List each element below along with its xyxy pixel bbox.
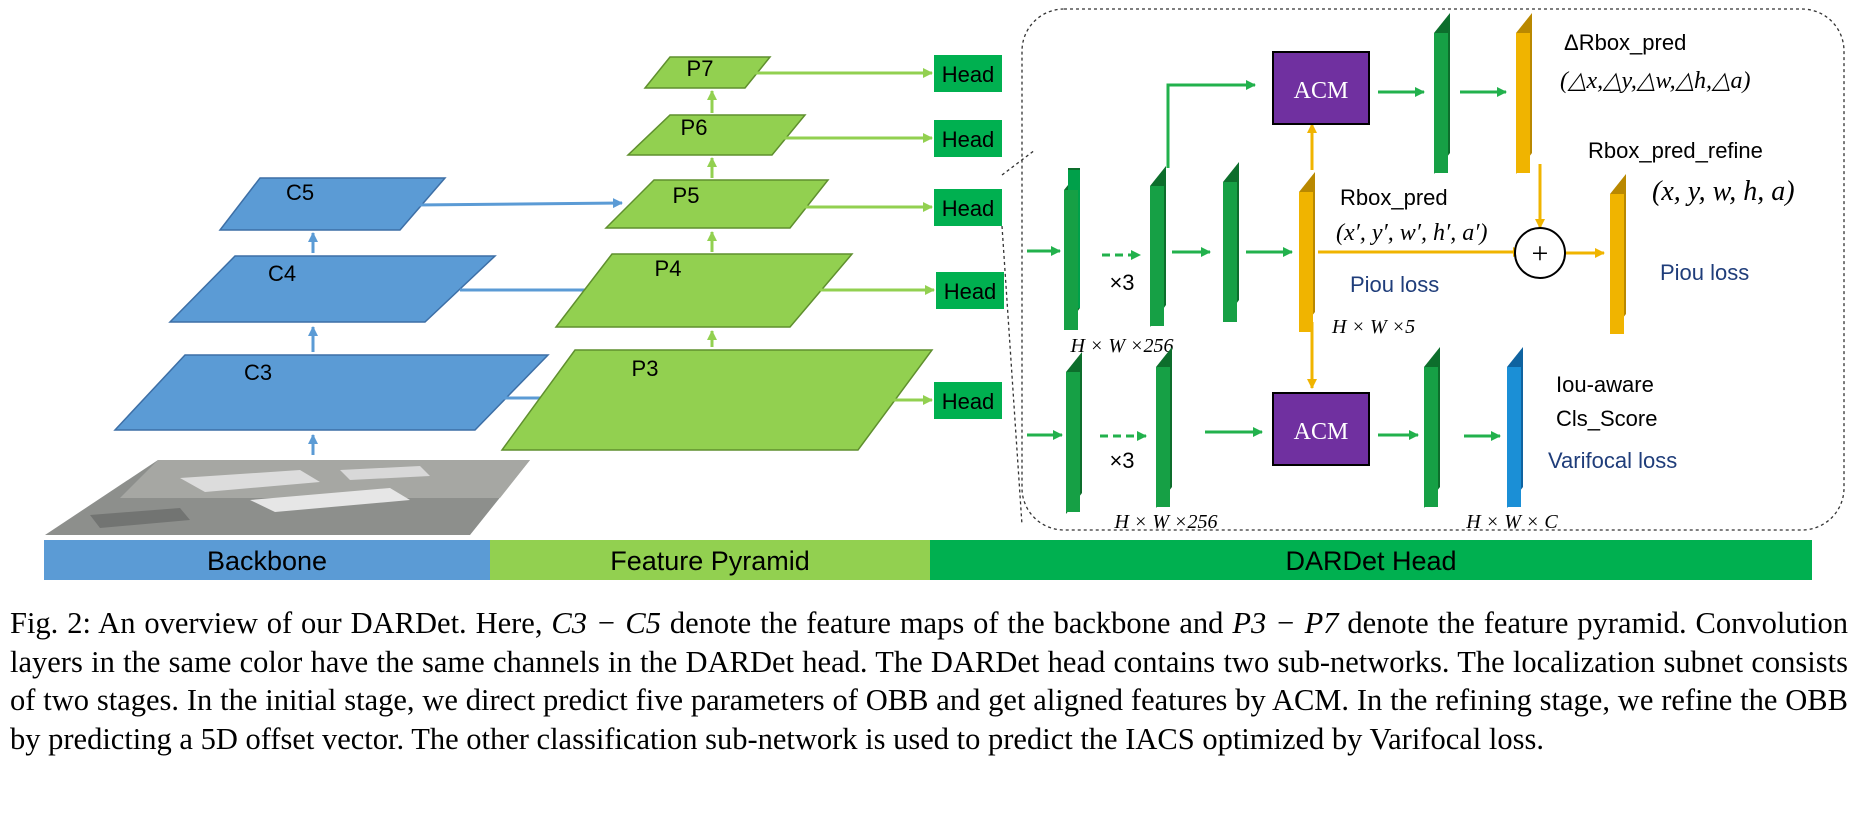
head-box-p5	[934, 189, 1002, 226]
pyramid-map-p7	[643, 56, 772, 89]
rbox-refine-block	[1610, 174, 1626, 334]
conv-block-loc-3	[1223, 162, 1239, 322]
cls-score-block	[1507, 347, 1523, 508]
dim-5: H × W ×5	[1331, 316, 1415, 338]
cls-score-label: Cls_Score	[1556, 406, 1657, 431]
acm-label-bottom: ACM	[1294, 419, 1349, 445]
section-label-pyramid: Feature Pyramid	[610, 546, 810, 576]
section-dardet-head	[930, 540, 1812, 580]
iou-aware-label: Iou-aware	[1556, 372, 1654, 397]
dim-256-bottom: H × W ×256	[1113, 511, 1217, 533]
head-label-p4: Head	[944, 279, 997, 304]
c5-label: C5	[286, 180, 314, 205]
plus-operator	[1514, 227, 1566, 279]
rbox-pred-block	[1299, 172, 1315, 332]
piou-loss-initial: Piou loss	[1350, 272, 1439, 297]
zoom-line-bottom	[1001, 225, 1023, 526]
rbox-refine-label: Rbox_pred_refine	[1588, 138, 1763, 163]
head-label-p7: Head	[942, 62, 995, 87]
pyramid-map-p6	[626, 114, 807, 156]
caption-text-2: denote the feature maps of the backbone …	[660, 606, 1233, 640]
backbone-map-c5	[218, 177, 447, 231]
caption-label: Fig. 2:	[10, 606, 91, 640]
piou-loss-refine: Piou loss	[1660, 260, 1749, 285]
conv-block-loc-2	[1150, 166, 1166, 327]
caption-text-3: denote the feature pyramid. Convolution …	[10, 606, 1848, 756]
p6-label: P6	[681, 115, 708, 140]
section-feature-pyramid	[490, 540, 930, 580]
aerial-input-image	[45, 460, 530, 535]
conv-block-cls-2	[1156, 347, 1172, 508]
dim-256-top: H × W ×256	[1069, 335, 1173, 357]
conv-block-cls-1	[1066, 352, 1082, 514]
head-box-p6	[934, 120, 1002, 157]
p7-label: P7	[687, 56, 714, 81]
backbone-map-c3	[113, 354, 550, 431]
delta-rbox-params: (△x,△y,△w,△h,△a)	[1560, 68, 1750, 94]
caption-text-1: An overview of our DARDet. Here,	[90, 606, 552, 640]
delta-rbox-block	[1516, 13, 1532, 174]
times3-loc: ×3	[1109, 270, 1134, 295]
p4-label: P4	[655, 256, 682, 281]
rbox-pred-params: (x′, y′, w′, h′, a′)	[1336, 220, 1488, 246]
c3-label: C3	[244, 360, 272, 385]
p3-label: P3	[632, 356, 659, 381]
head-label-p5: Head	[942, 196, 995, 221]
pyramid-map-p3	[500, 349, 934, 451]
section-backbone	[44, 540, 490, 580]
backbone-map-c4	[168, 255, 497, 323]
figure-caption: Fig. 2: An overview of our DARDet. Here,…	[10, 604, 1848, 758]
conv-block-loc-1	[1064, 168, 1080, 330]
head-box-p3	[934, 382, 1002, 419]
p5-label: P5	[673, 183, 700, 208]
delta-rbox-label: ΔRbox_pred	[1564, 30, 1686, 55]
head-label-p3: Head	[942, 389, 995, 414]
conv-block-cls-3	[1424, 347, 1440, 508]
pyramid-map-p5	[604, 179, 830, 229]
varifocal-loss-label: Varifocal loss	[1548, 448, 1677, 473]
acm-label-top: ACM	[1294, 78, 1349, 104]
acm-block-bottom	[1272, 392, 1370, 466]
caption-math-1: C3 − C5	[551, 606, 661, 640]
plus-symbol: +	[1532, 237, 1549, 270]
pyramid-map-p4	[554, 253, 854, 328]
head-box-p4	[936, 272, 1004, 309]
head-box-p7	[934, 55, 1002, 92]
section-label-backbone: Backbone	[207, 546, 327, 576]
caption-math-2: P3 − P7	[1232, 606, 1339, 640]
lateral-c5-p5	[414, 198, 623, 209]
head-label-p6: Head	[942, 127, 995, 152]
conv-block-refine	[1434, 13, 1450, 174]
section-label-head: DARDet Head	[1285, 546, 1456, 576]
rbox-pred-label: Rbox_pred	[1340, 185, 1448, 210]
acm-block-top	[1272, 51, 1370, 125]
rbox-refine-params: (x, y, w, h, a)	[1652, 176, 1795, 207]
dim-c: H × W × C	[1465, 511, 1558, 533]
times3-cls: ×3	[1109, 448, 1134, 473]
architecture-figure: C3 C4 C5 P3 P4 P5 P6 P7 Head Head Head H…	[44, 8, 1845, 580]
zoom-line-top	[1001, 149, 1036, 176]
head-detail-outline	[1021, 8, 1845, 531]
c4-label: C4	[268, 261, 296, 286]
arrow-loc-to-acm-top	[1166, 80, 1256, 168]
